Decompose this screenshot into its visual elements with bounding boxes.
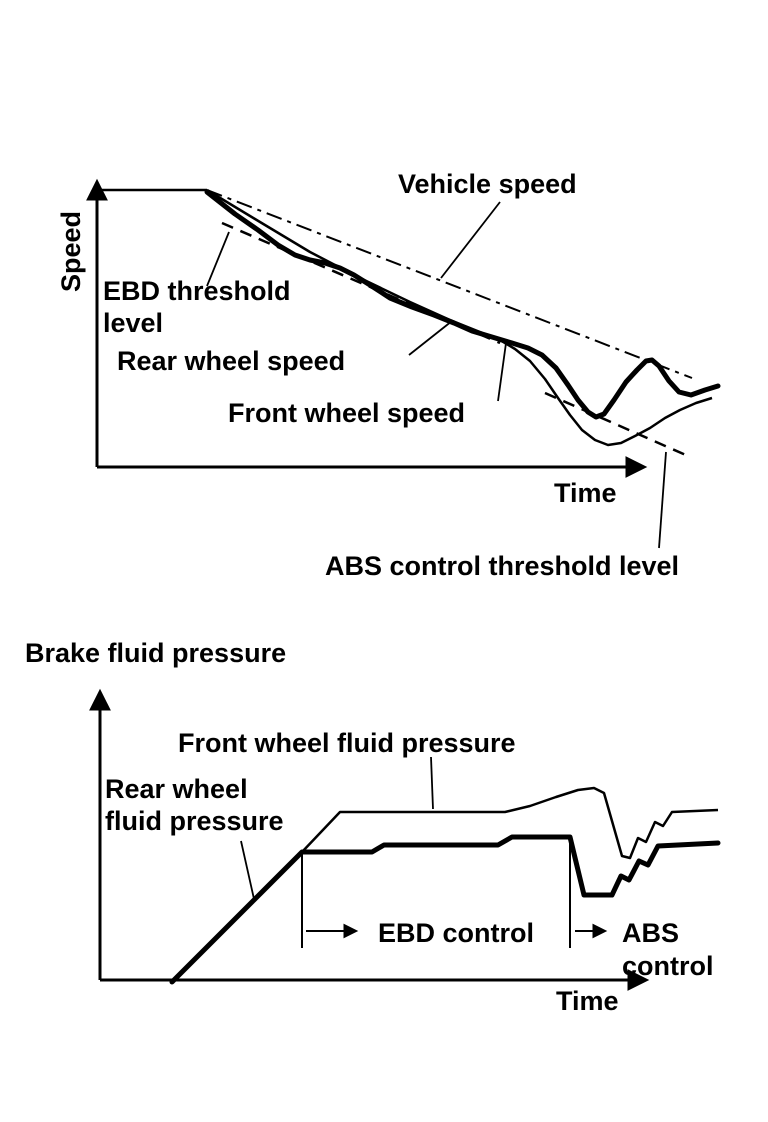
abs-threshold-leader-line [658,451,667,549]
speed-chart: Speed Vehicle speed EBD threshold level … [56,169,721,581]
brake-pressure-chart: Brake fluid pressure Front wheel fluid p… [25,638,721,1016]
ebd-threshold-leader-line [206,231,230,287]
front-wheel-speed-label: Front wheel speed [228,398,465,428]
vehicle-speed-label: Vehicle speed [398,169,577,199]
abs-threshold-label: ABS control threshold level [325,551,679,581]
rear-wheel-pressure-leader-line [240,840,255,900]
ebd-threshold-line [221,221,501,345]
ebd-threshold-label-line2: level [103,308,163,338]
abs-control-label-line1: ABS [622,918,679,948]
front-wheel-pressure-label: Front wheel fluid pressure [178,728,516,758]
rear-wheel-pressure-label-line2: fluid pressure [105,806,284,836]
rear-wheel-speed-leader-line [408,320,453,356]
front-wheel-pressure-line [301,786,719,860]
rear-wheel-pressure-line [169,834,721,985]
ebd-threshold-label-line1: EBD threshold [103,276,291,306]
speed-axis-label: Speed [56,211,86,292]
front-wheel-speed-leader-line [497,342,507,402]
abs-control-label-line2: control [622,951,714,981]
front-wheel-speed-line [206,188,713,447]
vehicle-speed-leader-line [440,201,501,279]
rear-wheel-pressure-label-line1: Rear wheel [105,774,248,804]
ebd-control-label: EBD control [378,918,534,948]
front-wheel-pressure-leader-line [430,756,434,810]
rear-wheel-speed-line [204,189,721,420]
vehicle-speed-line [206,189,693,379]
time-axis-label-top: Time [554,478,617,508]
rear-wheel-speed-label: Rear wheel speed [117,346,345,376]
abs-threshold-line [544,391,689,458]
brake-fluid-pressure-title: Brake fluid pressure [25,638,286,668]
time-axis-label-bottom: Time [556,986,619,1016]
